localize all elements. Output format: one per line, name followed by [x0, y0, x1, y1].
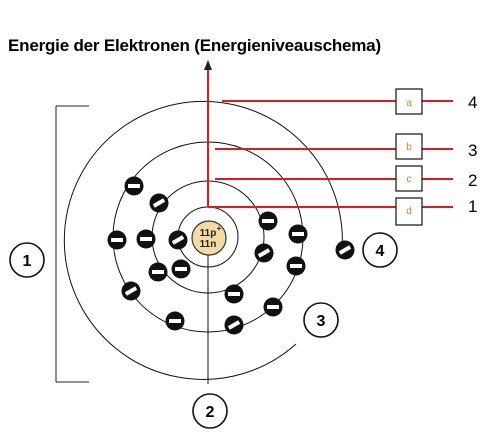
svg-text:3: 3 [317, 313, 326, 330]
level-box-d: d [395, 197, 423, 226]
circle-label-2: 2 [192, 393, 228, 429]
level-box-c: c [395, 165, 423, 192]
diagram-title: Energie der Elektronen (Energieniveausch… [8, 36, 381, 56]
electron [136, 229, 156, 249]
level-box-a: a [395, 88, 423, 115]
level-number-1: 1 [468, 197, 477, 216]
bracket [55, 105, 89, 383]
nucleus: 11p + 11n [191, 220, 227, 256]
electron [171, 259, 191, 279]
electron [254, 243, 274, 263]
svg-text:4: 4 [376, 243, 385, 260]
electron [148, 262, 168, 282]
circle-label-1: 1 [9, 242, 45, 278]
nucleus-protons: 11p [200, 228, 217, 239]
shell-4 [63, 100, 343, 380]
electron [224, 315, 244, 335]
electron [335, 240, 355, 260]
electron [286, 256, 306, 276]
electron [288, 224, 308, 244]
svg-text:d: d [406, 206, 412, 217]
nucleus-neutrons: 11n [200, 239, 217, 250]
svg-text:a: a [406, 98, 412, 109]
circle-label-3: 3 [303, 302, 339, 338]
svg-text:1: 1 [23, 253, 32, 270]
electron [107, 230, 127, 250]
electron [263, 297, 283, 317]
svg-text:c: c [407, 174, 412, 185]
electron [121, 281, 141, 301]
svg-text:b: b [406, 142, 412, 153]
title-text: Energie der Elektronen [8, 36, 190, 55]
electron [149, 193, 169, 213]
nucleus-charge: + [217, 224, 222, 233]
level-number-3: 3 [468, 141, 477, 160]
level-box-b: b [395, 133, 423, 160]
circle-label-4: 4 [362, 232, 398, 268]
electron [124, 176, 144, 196]
level-number-4: 4 [468, 93, 477, 112]
arrow-head [204, 60, 212, 70]
title-bold-text: (Energieniveauschema) [194, 36, 381, 55]
svg-text:2: 2 [206, 404, 215, 421]
electron [168, 230, 188, 250]
electron [165, 311, 185, 331]
electron [258, 211, 278, 231]
electrons [107, 176, 355, 335]
energy-axis [204, 60, 212, 207]
level-number-2: 2 [468, 171, 477, 190]
electron [224, 284, 244, 304]
